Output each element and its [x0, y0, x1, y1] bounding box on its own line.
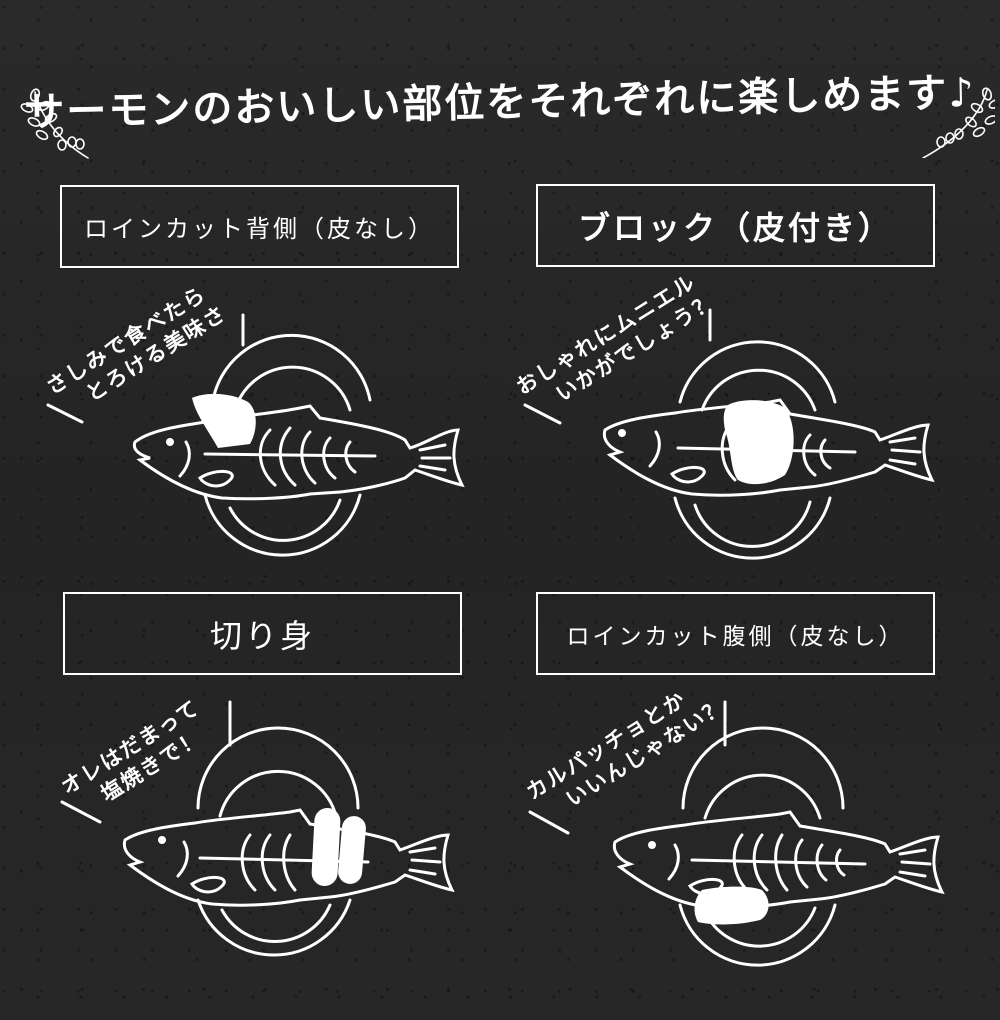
- section-label-text: 切り身: [209, 616, 315, 655]
- salmon-diagram-icon: [60, 700, 455, 957]
- section-panel-steak: オレはだまって 塩焼きで！: [0, 690, 500, 1020]
- laurel-sprig-icon: [20, 88, 89, 159]
- section-label-text: ブロック（皮付き）: [577, 208, 893, 247]
- section-label-steak: 切り身: [63, 592, 462, 675]
- laurel-sprig-icon: [922, 87, 995, 158]
- salmon-diagram-icon: [46, 313, 465, 557]
- salmon-diagram-icon: [528, 700, 945, 967]
- section-label-text: ロインカット背側（皮なし）: [84, 215, 435, 243]
- section-label-block: ブロック（皮付き）: [536, 184, 935, 267]
- salmon-diagram-icon: [523, 308, 935, 560]
- section-label-text: ロインカット腹側（皮なし）: [566, 623, 905, 650]
- section-panel-belly-loin: カルパッチョとか いいんじゃない？: [480, 687, 980, 1020]
- section-panel-back-loin: さしみで食べたら とろける美味さ: [0, 280, 500, 610]
- section-label-belly-loin: ロインカット腹側（皮なし）: [536, 592, 935, 675]
- section-panel-block: おしゃれにムニエル いかがでしょう？: [480, 269, 980, 610]
- section-label-back-loin: ロインカット背側（皮なし）: [60, 185, 459, 268]
